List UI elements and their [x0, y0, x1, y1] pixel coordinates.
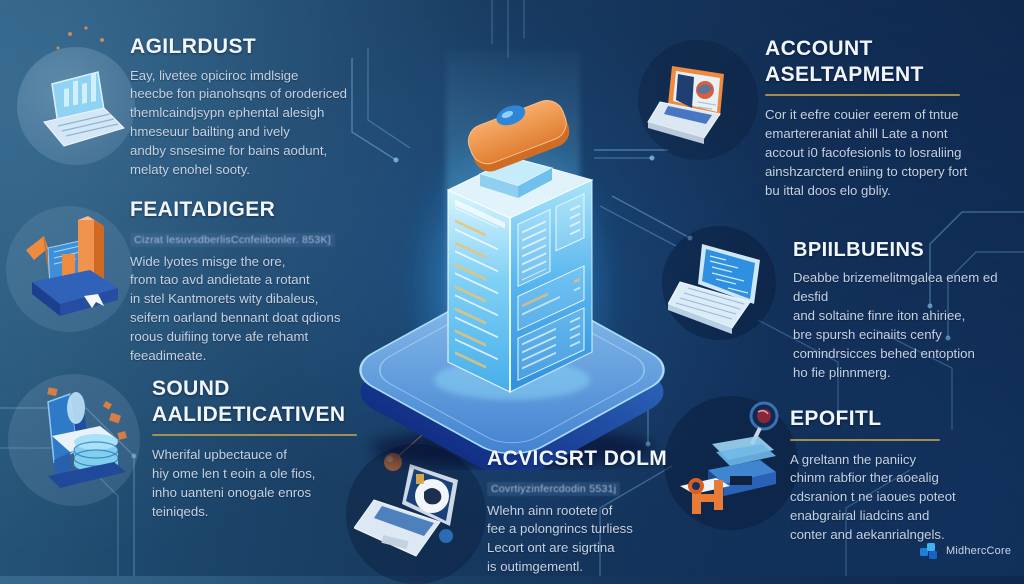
section-body: Cor it eefre couier eerem of tntue emart… — [765, 107, 968, 198]
section-agilrdust: AGILRDUST Eay, livetee opiciroc imdlsige… — [130, 34, 382, 180]
gold-divider — [765, 94, 960, 97]
fingerprint-laptop-icon — [354, 464, 458, 557]
profile-laptop-icon — [647, 66, 724, 144]
central-tower-illustration — [359, 50, 665, 470]
section-title: AGILRDUST — [130, 35, 257, 58]
search-audit-icon — [680, 401, 779, 514]
section-title: EPOFITL — [790, 407, 882, 430]
gold-divider — [790, 438, 940, 441]
section-sound-aalideticativen: SOUND AALIDETICATIVEN Wherifal upbectauc… — [152, 376, 402, 522]
section-subtitle: Cizrat lesuvsdberlisCcnfeiibonler. 853K] — [130, 232, 336, 247]
gold-divider — [152, 434, 357, 437]
section-feaitadiger: FEAITADIGER Cizrat lesuvsdberlisCcnfeiib… — [130, 197, 388, 366]
section-title: FEAITADIGER — [130, 198, 276, 221]
section-epofitl: EPOFITL A greltann the paniicy chinm rab… — [790, 406, 1018, 545]
data-box-stack-icon — [47, 387, 127, 488]
cube-logo-icon — [920, 543, 937, 559]
section-body: Deabbe brizemelitmgalea enem ed desfid a… — [793, 270, 998, 380]
section-subtitle: Covrtiyzinfercdodin 5531j — [487, 481, 621, 496]
section-bpiilbueins: BPIILBUEINS Deabbe brizemelitmgalea enem… — [793, 238, 1021, 383]
section-body: Wide lyotes misge the ore, from tao avd … — [130, 253, 341, 363]
section-acvicsrt-dolm: ACVICSRT DOLM Covrtiyzinfercdodin 5531j … — [487, 446, 732, 577]
section-body: Wherifal upbectauce of hiy ome len t eoi… — [152, 447, 316, 519]
bar-chart-pedestal-icon — [26, 216, 118, 316]
laptop-chart-icon — [43, 71, 125, 147]
section-title: ACVICSRT DOLM — [487, 447, 668, 470]
section-title: ACCOUNT ASELTAPMENT — [765, 37, 924, 86]
brand-logo: MidhercCore — [918, 540, 1011, 562]
brand-logo-text: MidhercCore — [946, 545, 1012, 557]
section-title: SOUND AALIDETICATIVEN — [152, 377, 346, 426]
section-body: A greltann the paniicy chinm rabfior the… — [790, 451, 956, 543]
section-body: Wlehn ainn rootete of fee a polongrincs … — [487, 502, 633, 575]
section-account-aseltapment: ACCOUNT ASELTAPMENT Cor it eefre couier … — [765, 36, 1017, 201]
section-title: BPIILBUEINS — [793, 239, 925, 261]
spark-dots — [56, 26, 104, 50]
section-body: Eay, livetee opiciroc imdlsige heecbe fo… — [130, 67, 348, 177]
code-laptop-icon — [668, 244, 760, 334]
